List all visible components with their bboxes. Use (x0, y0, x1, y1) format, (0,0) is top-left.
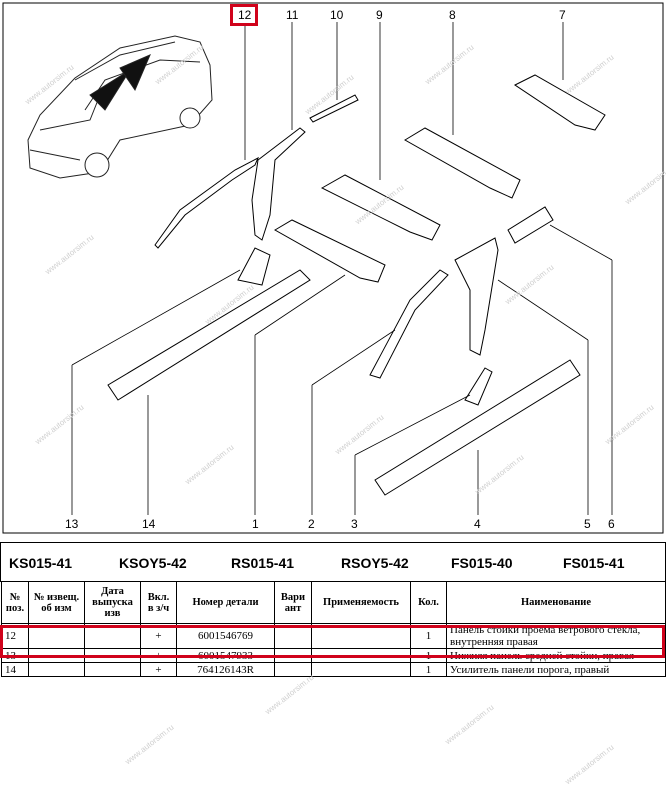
callout-7: 7 (559, 8, 566, 22)
callout-1: 1 (252, 517, 259, 531)
cell-part-number: 6001547933 (176, 648, 275, 663)
part-3 (464, 367, 493, 406)
col-part-number: Номер детали (176, 581, 275, 624)
cell-applicability (311, 662, 411, 677)
table-row[interactable]: 13 + 6001547933 1 Нижняя панель средней … (1, 648, 666, 663)
variant-code: FS015-40 (451, 555, 513, 571)
part-13 (237, 247, 271, 286)
part-6 (507, 206, 554, 244)
part-1 (273, 219, 386, 283)
leader-lines (71, 22, 613, 515)
cell-qty: 1 (410, 623, 447, 649)
part-11 (251, 127, 306, 241)
callout-14: 14 (142, 517, 156, 531)
part-14 (107, 269, 311, 401)
cell-date (84, 623, 141, 649)
part-5 (454, 237, 499, 356)
col-qty: Кол. (410, 581, 447, 624)
cell-incl: + (140, 648, 177, 663)
callout-12: 12 (238, 8, 252, 22)
callout-3: 3 (351, 517, 358, 531)
callout-2: 2 (308, 517, 315, 531)
cell-pos: 13 (1, 648, 29, 663)
variant-code: KS015-41 (9, 555, 73, 571)
part-9 (320, 174, 441, 241)
cell-name: Панель стойки проема ветрового стекла, в… (446, 623, 666, 649)
col-pos: № поз. (1, 581, 29, 624)
variant-code: RSOY5-42 (341, 555, 409, 571)
cell-name: Усилитель панели порога, правый (446, 662, 666, 677)
watermark-text: www.autorsim.ru (443, 702, 496, 747)
callout-6: 6 (608, 517, 615, 531)
cell-date (84, 662, 141, 677)
diagram-frame (2, 2, 664, 534)
callout-13: 13 (65, 517, 79, 531)
part-7 (514, 74, 606, 131)
part-12 (154, 156, 260, 249)
cell-qty: 1 (410, 662, 447, 677)
table-row[interactable]: 12 + 6001546769 1 Панель стойки проема в… (1, 623, 666, 649)
callout-12-highlight (230, 4, 258, 26)
table-header-row: № поз. № извещ. об изм Дата выпуска изв … (1, 581, 666, 624)
cell-pos: 14 (1, 662, 29, 677)
callout-4: 4 (474, 517, 481, 531)
cell-incl: + (140, 623, 177, 649)
variant-code: FS015-41 (563, 555, 625, 571)
part-10 (309, 94, 359, 123)
watermark-text: www.autorsim.ru (563, 742, 616, 787)
car-illustration (27, 35, 213, 179)
cell-notice (28, 623, 85, 649)
col-incl: Вкл. в з/ч (140, 581, 177, 624)
callout-5: 5 (584, 517, 591, 531)
col-notice: № извещ. об изм (28, 581, 85, 624)
cell-part-number: 764126143R (176, 662, 275, 677)
col-applicability: Применяемость (311, 581, 411, 624)
cell-date (84, 648, 141, 663)
cell-applicability (311, 623, 411, 649)
cell-part-number: 6001546769 (176, 623, 275, 649)
callout-10: 10 (330, 8, 344, 22)
cell-variant (274, 623, 312, 649)
parts-table: № поз. № извещ. об изм Дата выпуска изв … (1, 581, 666, 677)
cell-variant (274, 648, 312, 663)
variant-code: KSOY5-42 (119, 555, 187, 571)
table-row[interactable]: 14 + 764126143R 1 Усилитель панели порог… (1, 662, 666, 677)
part-2 (369, 269, 449, 379)
col-variant: Вари ант (274, 581, 312, 624)
cell-notice (28, 662, 85, 677)
cell-notice (28, 648, 85, 663)
callout-11: 11 (286, 8, 299, 22)
cell-applicability (311, 648, 411, 663)
cell-pos: 12 (1, 623, 29, 649)
callout-9: 9 (376, 8, 383, 22)
watermark-text: www.autorsim.ru (263, 672, 316, 717)
cell-qty: 1 (410, 648, 447, 663)
variant-code-bar: KS015-41 KSOY5-42 RS015-41 RSOY5-42 FS01… (0, 542, 666, 582)
col-name: Наименование (446, 581, 666, 624)
part-8 (404, 127, 521, 199)
cell-name: Нижняя панель средней стойки, правая (446, 648, 666, 663)
watermark-text: www.autorsim.ru (123, 722, 176, 767)
variant-code: RS015-41 (231, 555, 295, 571)
callout-8: 8 (449, 8, 456, 22)
parts-diagram: 12 11 10 9 8 7 13 14 1 2 3 4 5 6 (2, 2, 664, 534)
part-4 (374, 359, 581, 496)
cell-incl: + (140, 662, 177, 677)
col-date: Дата выпуска изв (84, 581, 141, 624)
